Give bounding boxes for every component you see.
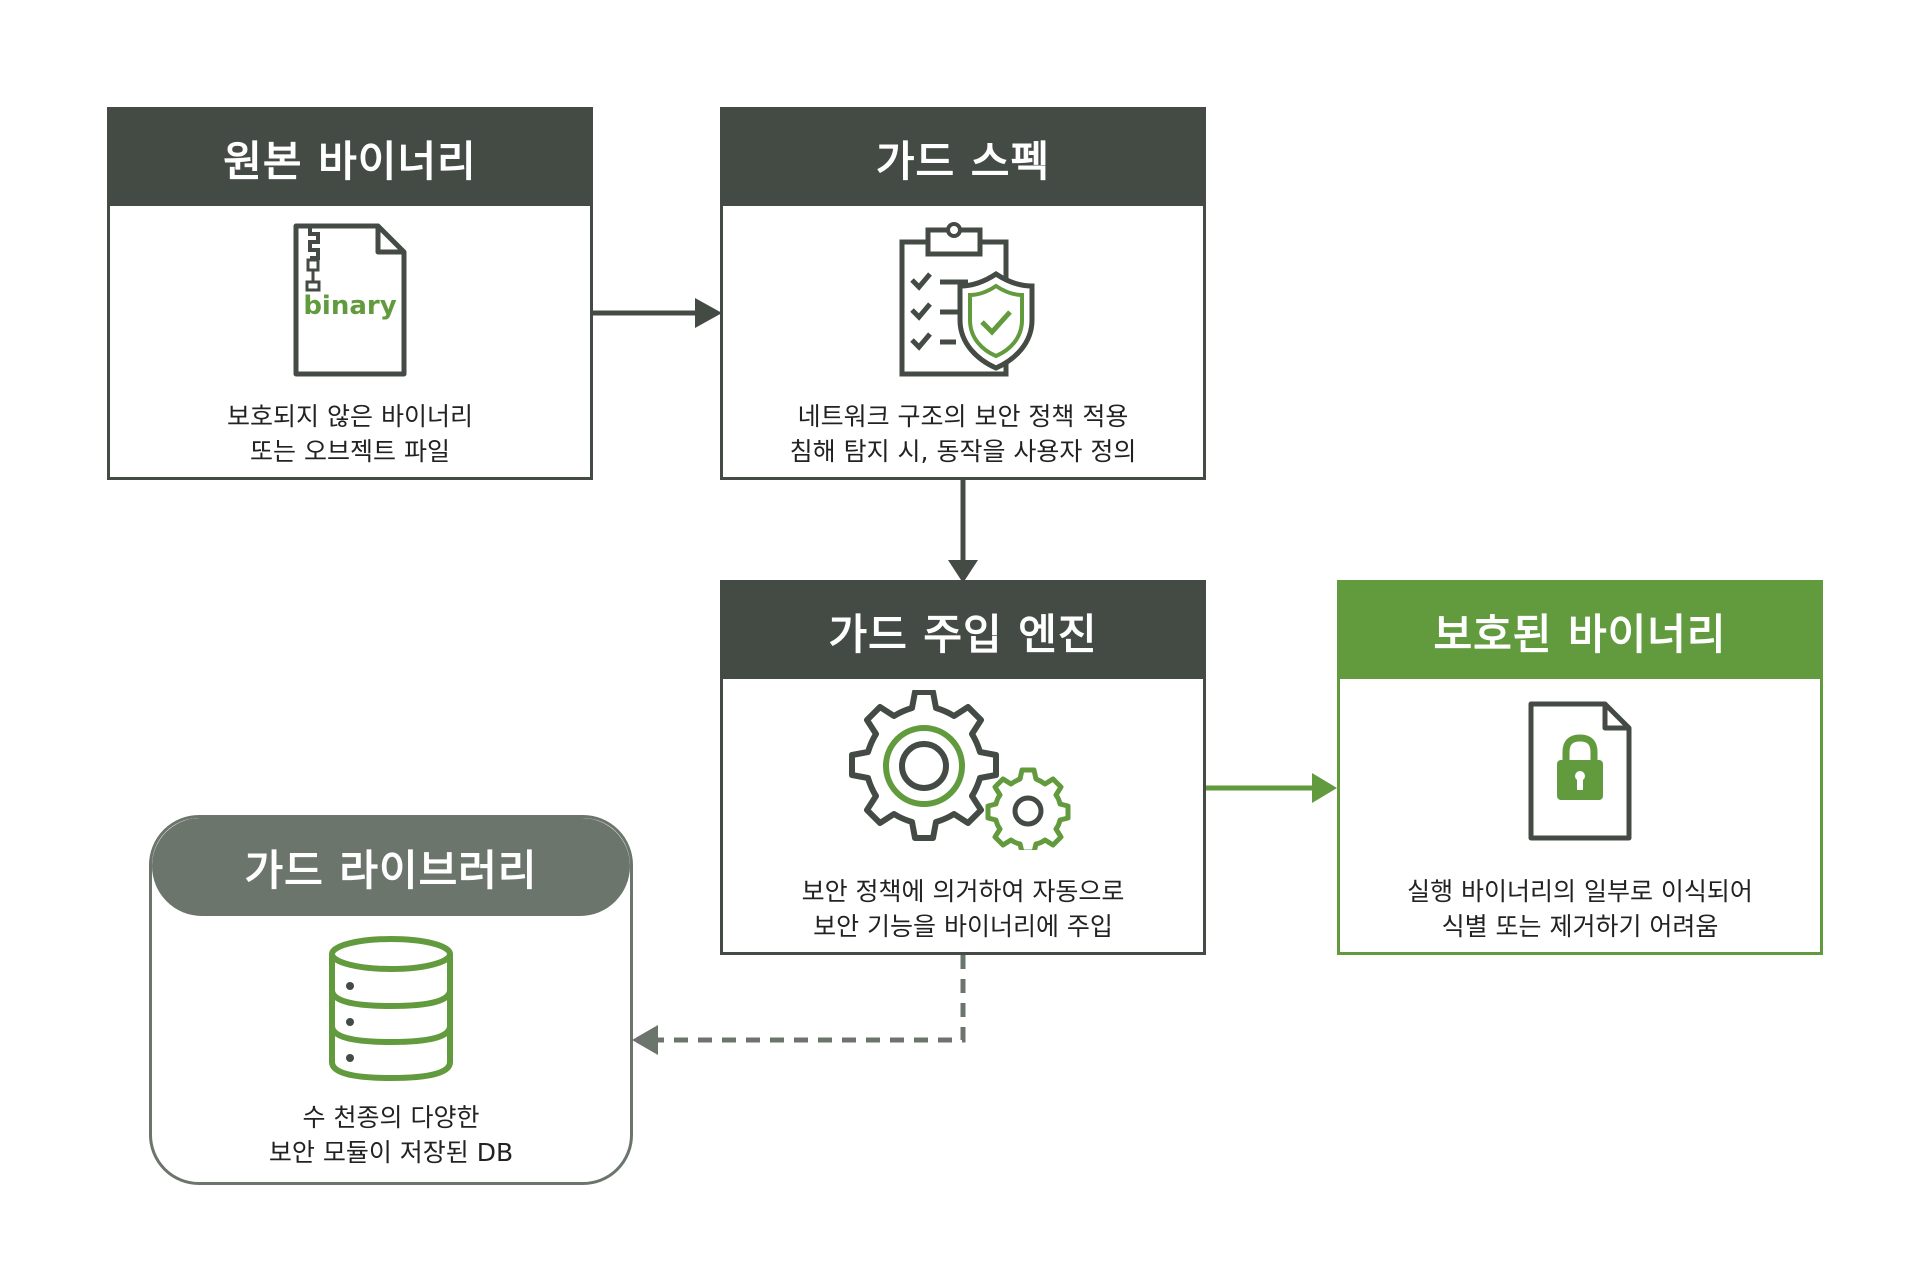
description-line: 네트워크 구조의 보안 정책 적용	[797, 402, 1129, 431]
clipboard-shield-icon	[899, 222, 1035, 377]
large-gear	[849, 690, 999, 841]
card-title: 가드 라이브러리	[152, 818, 630, 916]
icon-container	[723, 687, 1203, 853]
database-icon	[329, 936, 453, 1082]
small-gear	[985, 767, 1071, 850]
description-line: 수 천종의 다양한	[302, 1103, 480, 1132]
description-line: 보안 모듈이 저장된 DB	[268, 1138, 514, 1167]
locked-file-icon	[1528, 701, 1632, 841]
description-line: 실행 바이너리의 일부로 이식되어	[1407, 877, 1753, 906]
card-description: 보호되지 않은 바이너리 또는 오브젝트 파일	[110, 399, 590, 469]
card-protected-binary: 보호된 바이너리 실행 바이너리의 일부로 이식되어 식별 또는 제거하기 어려…	[1337, 580, 1823, 955]
card-description: 실행 바이너리의 일부로 이식되어 식별 또는 제거하기 어려움	[1340, 874, 1820, 944]
gears-icon	[849, 690, 1071, 850]
arrow-spec-to-engine	[948, 480, 978, 583]
card-title: 보호된 바이너리	[1340, 583, 1820, 679]
description-line: 보안 기능을 바이너리에 주입	[813, 912, 1113, 941]
card-title: 가드 주입 엔진	[723, 583, 1203, 679]
card-guard-library: 가드 라이브러리 수 천종의 다양한 보안 모듈이 저장된 DB	[149, 815, 633, 1185]
icon-container: binary	[110, 220, 590, 380]
arrow-engine-to-protected	[1206, 773, 1337, 803]
icon-container	[1340, 691, 1820, 851]
arrow-engine-to-library-dashed	[632, 955, 966, 1055]
card-guard-injection-engine: 가드 주입 엔진 보안 정책에 의거하여 자동으로 보안 기능을 바이너리에 주…	[720, 580, 1206, 955]
description-line: 또는 오브젝트 파일	[250, 437, 450, 466]
card-guard-spec: 가드 스펙 네트워크 구조의 보안 정책 적용	[720, 107, 1206, 480]
card-description: 네트워크 구조의 보안 정책 적용 침해 탐지 시, 동작을 사용자 정의	[723, 399, 1203, 469]
card-title: 가드 스펙	[723, 110, 1203, 206]
card-description: 수 천종의 다양한 보안 모듈이 저장된 DB	[152, 1100, 630, 1170]
description-line: 보안 정책에 의거하여 자동으로	[801, 877, 1125, 906]
description-line: 침해 탐지 시, 동작을 사용자 정의	[789, 437, 1137, 466]
arrow-source-to-spec	[593, 298, 722, 328]
description-line: 보호되지 않은 바이너리	[227, 402, 473, 431]
icon-container	[723, 220, 1203, 380]
icon-container	[152, 934, 630, 1084]
card-source-binary: 원본 바이너리 binary 보호되지 않은 바이너리 또는 오브젝트 파일	[107, 107, 593, 480]
description-line: 식별 또는 제거하기 어려움	[1441, 912, 1719, 941]
binary-file-label: binary	[303, 291, 396, 321]
card-title: 원본 바이너리	[110, 110, 590, 206]
binary-file-icon: binary	[293, 223, 407, 377]
card-description: 보안 정책에 의거하여 자동으로 보안 기능을 바이너리에 주입	[723, 874, 1203, 944]
